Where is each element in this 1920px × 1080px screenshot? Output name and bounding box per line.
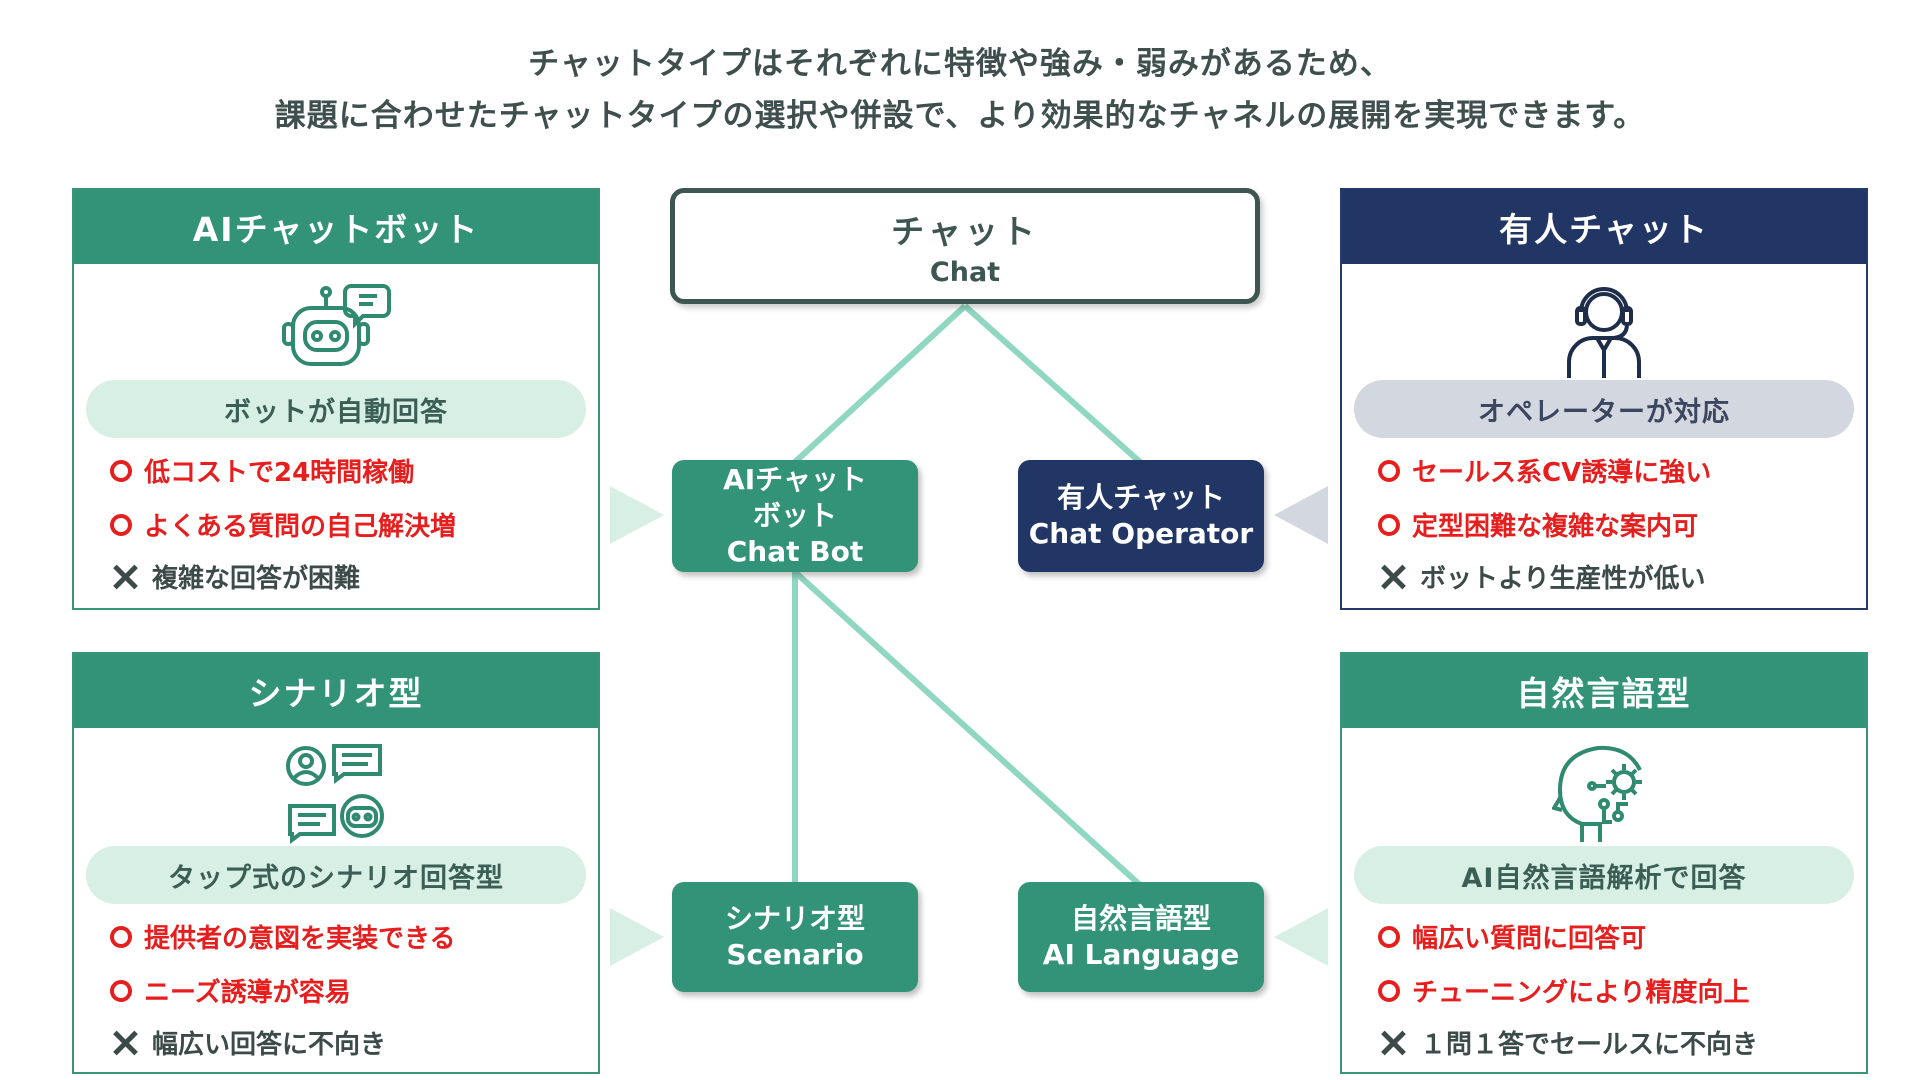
card-ai-chatbot-con-1: 複雑な回答が困難 xyxy=(110,558,360,595)
card-scenario-title: シナリオ型 xyxy=(74,654,598,728)
card-operator-pro-1: セールス系CV誘導に強い xyxy=(1378,452,1711,489)
con-text: １問１答でセールスに不向き xyxy=(1420,1030,1759,1060)
line-chat-to-operator xyxy=(963,303,1142,465)
node-ai-language-jp: 自然言語型 xyxy=(1070,902,1211,935)
node-operator-jp: 有人チャット xyxy=(1057,481,1225,514)
cross-mark-icon xyxy=(1378,1028,1408,1058)
pro-text: 定型困難な複雑な案内可 xyxy=(1412,512,1699,542)
card-operator-pill: オペレーターが対応 xyxy=(1354,380,1854,438)
card-ai-chatbot-title: AIチャットボット xyxy=(74,190,598,264)
line-chat-to-bot xyxy=(792,303,968,465)
pro-text: 提供者の意図を実装できる xyxy=(144,924,456,954)
operator-headset-icon xyxy=(1342,278,1866,378)
node-scenario: シナリオ型 Scenario xyxy=(672,882,918,992)
card-ai-chatbot-pro-1: 低コストで24時間稼働 xyxy=(110,452,414,489)
card-scenario-pill: タップ式のシナリオ回答型 xyxy=(86,846,586,904)
circle-mark-icon xyxy=(110,459,132,482)
circle-mark-icon xyxy=(1378,979,1400,1002)
pro-text: 低コストで24時間稼働 xyxy=(144,458,415,488)
node-scenario-jp: シナリオ型 xyxy=(724,902,865,935)
circle-mark-icon xyxy=(1378,925,1400,948)
card-scenario: シナリオ型 タップ式のシナリオ回答型 提供者の意図を実装できる ニーズ誘導が容易… xyxy=(72,652,600,1074)
node-ai-language-en: AI Language xyxy=(1042,938,1240,971)
pro-text: チューニングにより精度向上 xyxy=(1412,978,1750,1008)
circle-mark-icon xyxy=(110,925,132,948)
node-chat-bot: AIチャット ボット Chat Bot xyxy=(672,460,918,572)
node-operator-en: Chat Operator xyxy=(1028,517,1254,550)
card-ai-chatbot-pill: ボットが自動回答 xyxy=(86,380,586,438)
node-ai-language: 自然言語型 AI Language xyxy=(1018,882,1264,992)
card-operator: 有人チャット オペレーターが対応 セールス系CV誘導に強い 定型困難な複雑な案内… xyxy=(1340,188,1868,610)
arrow-bot-card xyxy=(610,486,664,544)
circle-mark-icon xyxy=(110,979,132,1002)
node-chat-bot-jp2: ボット xyxy=(752,499,837,532)
line-bot-to-ai-language xyxy=(792,569,1143,888)
card-operator-pro-2: 定型困難な複雑な案内可 xyxy=(1378,506,1698,543)
card-scenario-con-1: 幅広い回答に不向き xyxy=(110,1024,386,1061)
card-ai-language-con-1: １問１答でセールスに不向き xyxy=(1378,1024,1758,1061)
card-scenario-pro-2: ニーズ誘導が容易 xyxy=(110,972,351,1009)
pro-text: よくある質問の自己解決増 xyxy=(144,512,457,542)
chat-root-jp: チャット xyxy=(891,211,1039,251)
arrow-scenario-card xyxy=(610,908,664,966)
card-operator-title: 有人チャット xyxy=(1342,190,1866,264)
pro-text: ニーズ誘導が容易 xyxy=(144,978,351,1008)
card-ai-language-pro-1: 幅広い質問に回答可 xyxy=(1378,918,1646,955)
headline-line-2: 課題に合わせたチャットタイプの選択や併設で、より効果的なチャネルの展開を実現でき… xyxy=(274,98,1646,134)
ai-brain-icon xyxy=(1342,742,1866,844)
arrow-ai-language-card xyxy=(1274,908,1328,966)
robot-chat-icon xyxy=(74,282,598,374)
pro-text: 幅広い質問に回答可 xyxy=(1412,924,1647,954)
card-operator-con-1: ボットより生産性が低い xyxy=(1378,558,1705,595)
scenario-chat-icon xyxy=(74,740,598,846)
cross-mark-icon xyxy=(110,562,140,592)
node-chat-bot-en: Chat Bot xyxy=(726,535,864,568)
card-scenario-pro-1: 提供者の意図を実装できる xyxy=(110,918,455,955)
card-ai-language-pro-2: チューニングにより精度向上 xyxy=(1378,972,1749,1009)
con-text: 幅広い回答に不向き xyxy=(152,1030,387,1060)
headline-line-1: チャットタイプはそれぞれに特徴や強み・弱みがあるため、 xyxy=(528,46,1392,82)
con-text: 複雑な回答が困難 xyxy=(152,564,361,594)
node-chat-operator: 有人チャット Chat Operator xyxy=(1018,460,1264,572)
chat-root-en: Chat xyxy=(929,256,1001,288)
circle-mark-icon xyxy=(1378,513,1400,536)
card-ai-chatbot: AIチャットボット ボットが自動回答 低コストで24時間稼働 よくある質問の自己… xyxy=(72,188,600,610)
arrow-operator-card xyxy=(1274,486,1328,544)
chat-root-node: チャット Chat xyxy=(670,188,1260,304)
card-ai-language: 自然言語型 AI自然言語解析で回答 幅広い質問に回答可 チューニングにより精度向… xyxy=(1340,652,1868,1074)
circle-mark-icon xyxy=(1378,459,1400,482)
cross-mark-icon xyxy=(110,1028,140,1058)
card-ai-language-pill: AI自然言語解析で回答 xyxy=(1354,846,1854,904)
circle-mark-icon xyxy=(110,513,132,536)
node-scenario-en: Scenario xyxy=(726,938,864,971)
node-chat-bot-jp1: AIチャット xyxy=(723,463,867,496)
pro-text: セールス系CV誘導に強い xyxy=(1412,458,1712,488)
card-ai-chatbot-pro-2: よくある質問の自己解決増 xyxy=(110,506,456,543)
card-ai-language-title: 自然言語型 xyxy=(1342,654,1866,728)
cross-mark-icon xyxy=(1378,562,1408,592)
con-text: ボットより生産性が低い xyxy=(1420,564,1706,594)
